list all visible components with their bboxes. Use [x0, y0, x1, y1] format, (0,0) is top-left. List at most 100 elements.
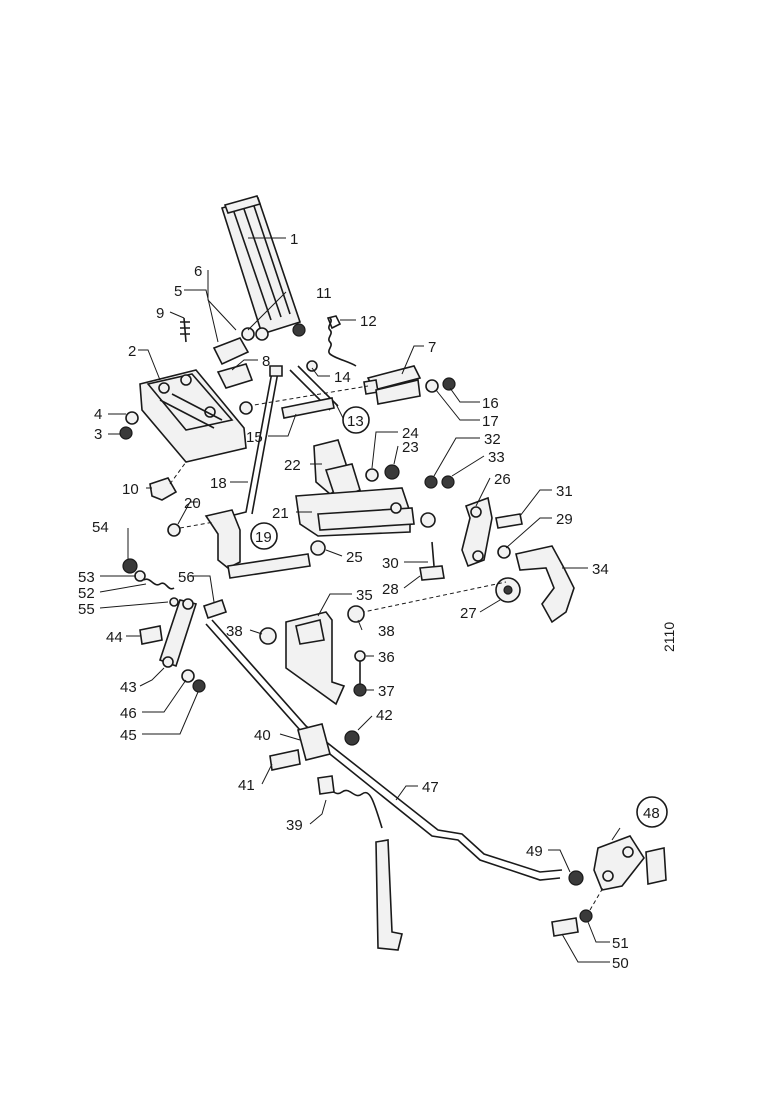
callout-42: 42 — [376, 707, 393, 724]
drawing-code: 2110 — [661, 622, 677, 652]
callout-31: 31 — [556, 483, 573, 500]
callout-8: 8 — [262, 353, 270, 370]
callout-33: 33 — [488, 449, 505, 466]
part-graphics — [119, 195, 667, 951]
callout-14: 14 — [334, 369, 351, 386]
callout-24: 24 — [402, 425, 419, 442]
pedal-nut-11 — [292, 323, 306, 337]
callout-38-right: 38 — [378, 623, 395, 640]
callout-21: 21 — [272, 505, 289, 522]
callout-43: 43 — [120, 679, 137, 696]
washer-55 — [169, 597, 179, 607]
bell-crank-34 — [515, 545, 575, 624]
callout-16: 16 — [482, 395, 499, 412]
lever-26 — [461, 496, 493, 568]
return-spring-39 — [321, 787, 383, 829]
leader-lines — [99, 237, 621, 963]
pedal-bush — [255, 327, 269, 341]
callout-44: 44 — [106, 629, 123, 646]
callout-39: 39 — [286, 817, 303, 834]
callout-40: 40 — [254, 727, 271, 744]
bush-20 — [167, 523, 181, 537]
mounting-bar — [375, 839, 403, 951]
callout-47: 47 — [422, 779, 439, 796]
callout-29: 29 — [556, 511, 573, 528]
accelerator-pedal — [220, 195, 302, 336]
callout-1: 1 — [290, 231, 298, 248]
callout-49: 49 — [526, 843, 543, 860]
bush-25 — [310, 540, 326, 556]
callout-41: 41 — [238, 777, 255, 794]
callout-55: 55 — [78, 601, 95, 618]
callout-7: 7 — [428, 339, 436, 356]
nut-42 — [344, 730, 360, 746]
bush-38-left — [259, 627, 277, 645]
callout-23: 23 — [402, 439, 419, 456]
washer-46 — [181, 669, 195, 683]
carb-lever-48 — [593, 835, 645, 891]
callout-13: 13 — [347, 413, 364, 430]
pedal-bracket-5 — [212, 337, 250, 366]
callout-4: 4 — [94, 406, 102, 423]
callout-34: 34 — [592, 561, 609, 578]
nut-23 — [384, 464, 400, 480]
callout-51: 51 — [612, 935, 629, 952]
bolt-50 — [551, 917, 579, 937]
bolt-15 — [281, 397, 335, 419]
nut-37 — [353, 683, 367, 697]
washer-51 — [579, 909, 593, 923]
spring-52 — [143, 578, 175, 590]
callout-19: 19 — [255, 529, 272, 546]
bolt-41 — [269, 749, 301, 771]
callout-circle-13 — [342, 406, 370, 434]
callout-53: 53 — [78, 569, 95, 586]
callout-15: 15 — [246, 429, 263, 446]
callout-56: 56 — [178, 569, 195, 586]
pin-31 — [495, 513, 523, 529]
pedal-base-2 — [139, 369, 247, 463]
return-spring-12 — [328, 317, 357, 367]
callout-5: 5 — [174, 283, 182, 300]
callout-3: 3 — [94, 426, 102, 443]
bolt-44 — [139, 625, 163, 645]
shaft-19 — [227, 553, 311, 579]
washer-4 — [125, 411, 139, 425]
bolt-28 — [419, 565, 445, 581]
callout-11: 11 — [316, 285, 332, 302]
callout-9: 9 — [156, 305, 164, 322]
nut-3 — [119, 426, 133, 440]
callout-circle-48 — [636, 796, 668, 828]
callout-22: 22 — [284, 457, 301, 474]
callout-50: 50 — [612, 955, 629, 972]
callout-35: 35 — [356, 587, 373, 604]
clamp-40 — [297, 723, 331, 761]
washer-33 — [441, 475, 455, 489]
washer-24 — [365, 468, 379, 482]
callout-36: 36 — [378, 649, 395, 666]
callout-37: 37 — [378, 683, 395, 700]
callout-26: 26 — [494, 471, 511, 488]
callout-12: 12 — [360, 313, 377, 330]
nut-49 — [568, 870, 584, 886]
callout-25: 25 — [346, 549, 363, 566]
callout-circle-19 — [250, 522, 278, 550]
rod-lever-19 — [204, 509, 241, 569]
nut-16 — [442, 377, 456, 391]
lever-43 — [158, 599, 198, 668]
washer-17 — [425, 379, 439, 393]
callout-28: 28 — [382, 581, 399, 598]
callout-46: 46 — [120, 705, 137, 722]
callout-30: 30 — [382, 555, 399, 572]
clip-10 — [149, 477, 178, 501]
callout-20: 20 — [184, 495, 201, 512]
bush-38-right — [347, 605, 365, 623]
pedal-bush-6 — [241, 327, 255, 341]
nut-32 — [424, 475, 438, 489]
callout-labels: 1 2 3 4 5 6 7 8 9 10 11 12 13 14 15 16 1… — [78, 231, 660, 972]
callout-52: 52 — [78, 585, 95, 602]
washer-53 — [134, 570, 146, 582]
nut-45 — [192, 679, 206, 693]
nut-54 — [122, 558, 138, 574]
